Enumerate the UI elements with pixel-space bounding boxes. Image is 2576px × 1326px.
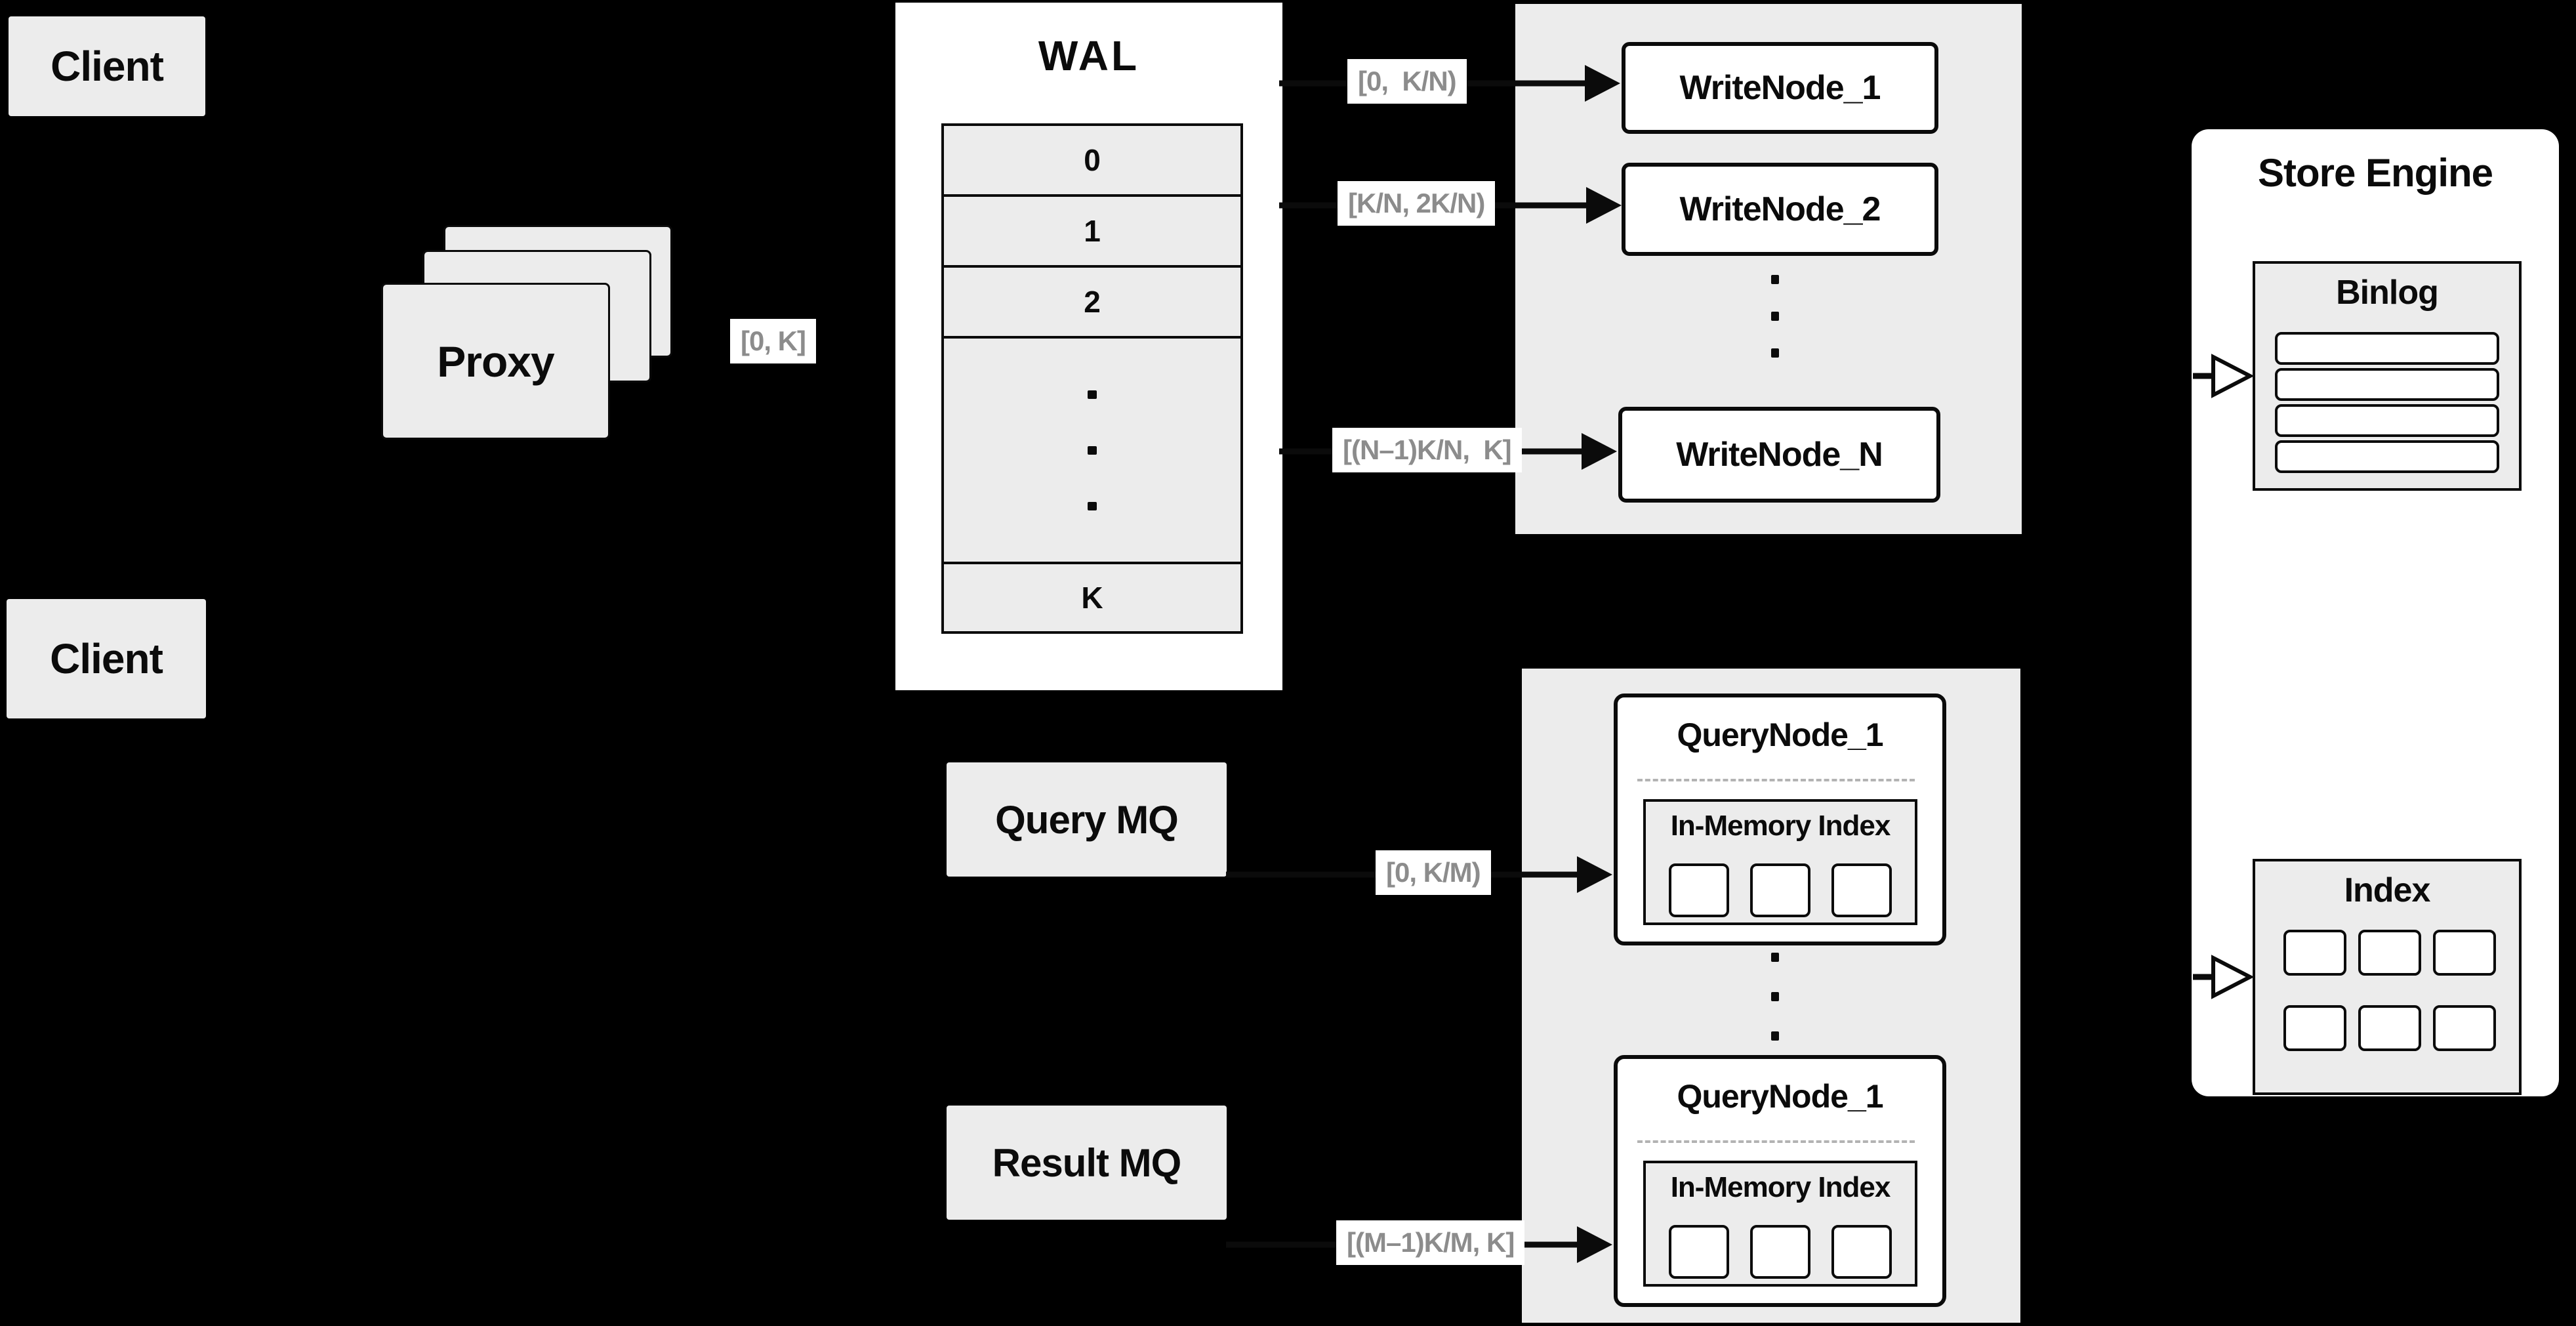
index-slot: [2283, 930, 2346, 976]
memory-slot: [1831, 863, 1892, 917]
binlog-slot: [2275, 404, 2499, 437]
binlog-slot: [2275, 332, 2499, 365]
query-mq-label: Query MQ: [995, 797, 1179, 842]
result-mq-box: Result MQ: [947, 1106, 1227, 1220]
client-middle-label: Client: [50, 635, 163, 682]
index-slot: [2283, 1005, 2346, 1051]
writenode-n-box: WriteNode_N: [1618, 407, 1940, 503]
wal-segment-row: 0: [944, 126, 1240, 197]
proxy-card-front: Proxy: [381, 283, 610, 440]
result-mq-label: Result MQ: [992, 1140, 1182, 1185]
wal-segment-row: 1: [944, 197, 1240, 268]
store-engine-box: Store Engine Binlog Index: [2192, 129, 2559, 1096]
index-slot: [2358, 1005, 2421, 1051]
range-label-querynode-1: [0, K/M): [1376, 850, 1491, 895]
index-slots: [2255, 930, 2519, 1051]
range-label-writenode-1: [0, K/N): [1347, 59, 1467, 104]
querynode-top-title: QueryNode_1: [1677, 716, 1883, 753]
dashed-separator: [1637, 1140, 1915, 1143]
querynode-bottom-title: QueryNode_1: [1677, 1078, 1883, 1115]
binlog-slot: [2275, 440, 2499, 473]
wal-segment-row: 2: [944, 268, 1240, 339]
ellipsis-vertical-icon: [1771, 953, 1779, 1041]
writenode-1-label: WriteNode_1: [1679, 69, 1881, 107]
binlog-title: Binlog: [2336, 274, 2439, 312]
ellipsis-vertical-icon: [1771, 275, 1779, 358]
wal-title: WAL: [1038, 32, 1140, 79]
memory-slot: [1750, 863, 1810, 917]
client-top-label: Client: [51, 43, 164, 90]
range-label-querynode-m: [(M–1)K/M, K]: [1336, 1220, 1525, 1265]
index-slot: [2433, 930, 2496, 976]
memory-segment-slots: [1646, 1225, 1915, 1279]
binlog-slot: [2275, 368, 2499, 401]
memory-slot: [1669, 1225, 1729, 1279]
ellipsis-vertical-icon: [1088, 390, 1097, 510]
querynode-bottom-box: QueryNode_1 In-Memory Index: [1614, 1055, 1946, 1307]
in-memory-index-title: In-Memory Index: [1670, 810, 1891, 842]
hollow-arrowhead-icon: [2211, 354, 2255, 398]
index-slot: [2358, 930, 2421, 976]
wal-ellipsis-row: [944, 339, 1240, 564]
arrowhead-icon: [1577, 1226, 1612, 1263]
index-title: Index: [2344, 871, 2431, 909]
memory-slot: [1750, 1225, 1810, 1279]
writenode-2-box: WriteNode_2: [1622, 163, 1938, 256]
range-label-writenode-2: [K/N, 2K/N): [1338, 181, 1496, 226]
querynode-top-box: QueryNode_1 In-Memory Index: [1614, 694, 1946, 945]
memory-slot: [1831, 1225, 1892, 1279]
memory-slot: [1669, 863, 1729, 917]
hollow-arrowhead-icon: [2211, 955, 2255, 999]
range-label-writenode-n: [(N–1)K/N, K]: [1332, 428, 1522, 472]
in-memory-index-box-top: In-Memory Index: [1643, 799, 1917, 925]
wal-box: WAL 0 1 2 K: [895, 3, 1282, 690]
store-engine-title: Store Engine: [2257, 151, 2493, 195]
arrowhead-icon: [1582, 433, 1617, 470]
in-memory-index-box-bottom: In-Memory Index: [1643, 1161, 1917, 1287]
dashed-separator: [1637, 779, 1915, 781]
wal-segment-row: K: [944, 564, 1240, 631]
range-label-proxy-wal: [0, K]: [730, 319, 816, 363]
client-box-top: Client: [9, 16, 205, 116]
memory-segment-slots: [1646, 863, 1915, 917]
wal-segment-table: 0 1 2 K: [941, 123, 1243, 634]
client-box-middle: Client: [7, 599, 206, 718]
arrowhead-icon: [1577, 856, 1612, 893]
binlog-box: Binlog: [2253, 261, 2522, 491]
index-box: Index: [2253, 859, 2522, 1095]
query-mq-box: Query MQ: [947, 762, 1227, 877]
writenode-1-box: WriteNode_1: [1622, 42, 1938, 134]
arrowhead-icon: [1586, 187, 1622, 224]
writenode-n-label: WriteNode_N: [1676, 436, 1883, 474]
proxy-label: Proxy: [437, 337, 554, 386]
in-memory-index-title: In-Memory Index: [1670, 1171, 1891, 1203]
index-slot: [2433, 1005, 2496, 1051]
writenode-2-label: WriteNode_2: [1679, 190, 1881, 228]
arrowhead-icon: [1585, 65, 1620, 102]
binlog-slots: [2255, 332, 2519, 473]
